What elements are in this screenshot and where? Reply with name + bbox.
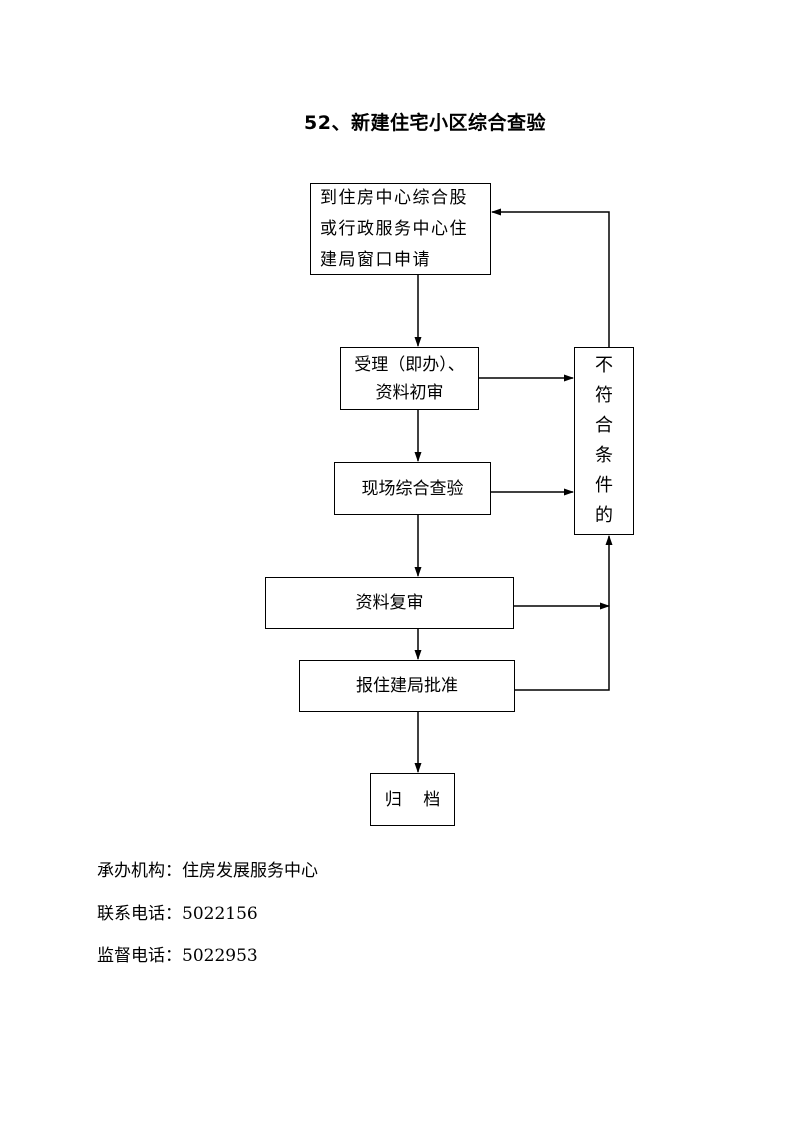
agency-label: 承办机构：: [97, 861, 182, 881]
contact-label: 联系电话：: [97, 904, 182, 924]
supervise-label: 监督电话：: [97, 946, 182, 966]
reject-char-1: 不: [595, 355, 613, 376]
step-apply-line-3: 建局窗口申请: [320, 249, 431, 270]
step-review: 资料复审: [265, 577, 514, 629]
reject-char-3: 合: [595, 415, 613, 436]
supervise-phone: 5022953: [182, 946, 258, 966]
supervise-line: 监督电话：5022953: [97, 941, 258, 966]
reject-char-2: 符: [595, 385, 613, 406]
contact-phone: 5022156: [182, 904, 258, 924]
reject-char-5: 件: [595, 475, 613, 496]
step-not-qualified: 不 符 合 条 件 的: [574, 347, 634, 535]
step-accept-line-2: 资料初审: [375, 382, 444, 403]
step-accept: 受理（即办）、 资料初审: [340, 347, 479, 410]
reject-char-4: 条: [595, 445, 613, 466]
step-accept-line-1: 受理（即办）、: [354, 354, 465, 375]
page-title: 52、新建住宅小区综合查验: [304, 112, 546, 134]
step-apply: 到住房中心综合股 或行政服务中心住 建局窗口申请: [310, 183, 491, 275]
step-inspect: 现场综合查验: [334, 462, 491, 515]
agency-name: 住房发展服务中心: [182, 861, 318, 881]
contact-line: 联系电话：5022156: [97, 899, 258, 924]
step-apply-line-1: 到住房中心综合股: [320, 187, 468, 208]
arrow-reject-to-start: [491, 208, 610, 347]
agency-line: 承办机构：住房发展服务中心: [97, 856, 318, 881]
step-report: 报住建局批准: [299, 660, 515, 712]
arrow-report-to-reject: [515, 535, 613, 691]
step-apply-line-2: 或行政服务中心住: [320, 218, 468, 239]
step-archive: 归 档: [370, 773, 455, 826]
reject-char-6: 的: [595, 505, 613, 526]
